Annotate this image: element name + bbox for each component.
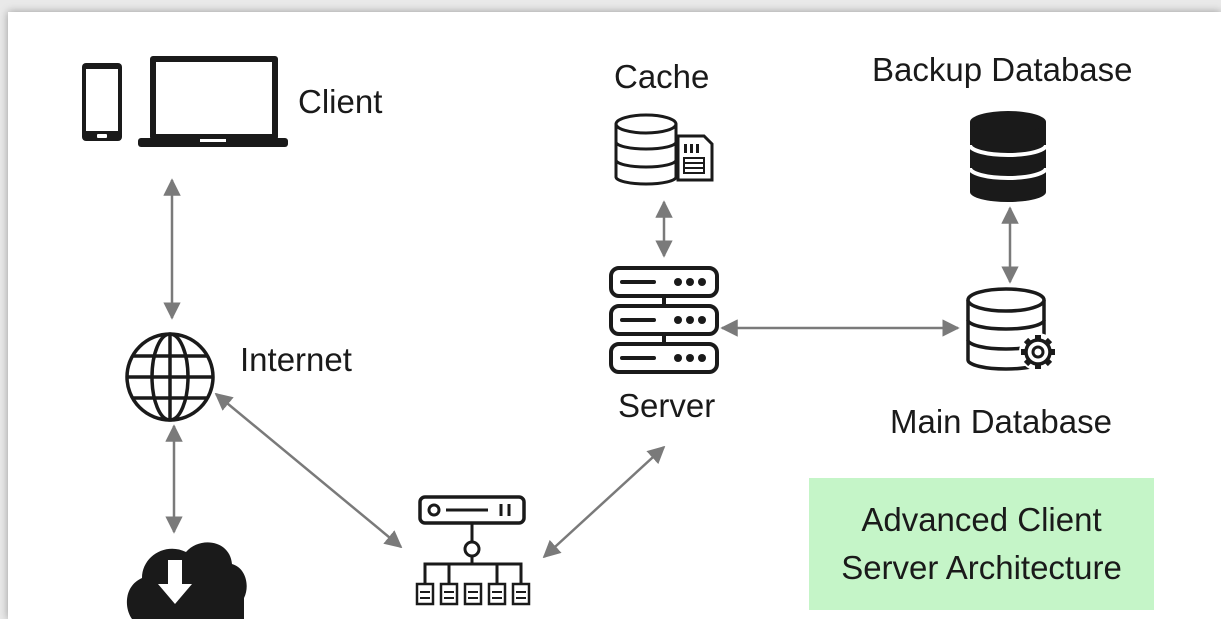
arrow-switch-server [542, 445, 666, 559]
client-label: Client [298, 83, 383, 120]
arrow-internet-switch [214, 392, 403, 549]
laptop-icon [138, 56, 288, 147]
diagram-graphics [82, 56, 1057, 619]
cache-database-icon [614, 113, 678, 186]
globe-icon [125, 332, 215, 422]
cache-label: Cache [614, 58, 710, 95]
gear-icon [1019, 333, 1057, 371]
network-switch-icon [415, 495, 531, 606]
cloud-download-icon [126, 542, 247, 619]
server-rack-icon [609, 266, 719, 374]
diagram-caption-box: Advanced Client Server Architecture [809, 478, 1154, 610]
diagram-canvas: Client Cache Backup Database Internet Se… [8, 12, 1221, 619]
caption-line-2: Server Architecture [841, 549, 1122, 586]
phone-icon [82, 63, 122, 141]
backup-database-label: Backup Database [872, 51, 1133, 88]
caption-line-1: Advanced Client [861, 501, 1102, 538]
main-database-label: Main Database [890, 403, 1112, 440]
internet-label: Internet [240, 341, 352, 378]
memory-card-icon [676, 134, 714, 182]
backup-database-icon [968, 111, 1048, 202]
server-label: Server [618, 387, 716, 424]
